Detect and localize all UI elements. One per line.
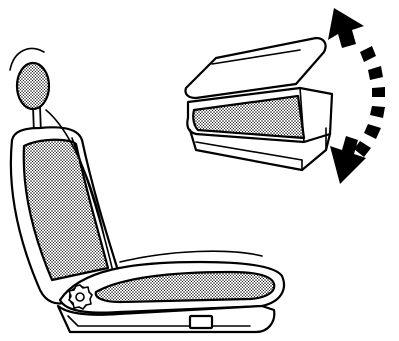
arrow-head-up <box>328 8 364 48</box>
bidirectional-arc-arrow-icon <box>328 8 385 184</box>
cushion-base-line <box>195 141 303 161</box>
lowered-cushion <box>192 94 306 140</box>
arrow-dash <box>354 141 371 157</box>
car-seat-icon <box>9 47 286 334</box>
arrow-head-down <box>330 136 366 184</box>
headrest <box>15 61 51 111</box>
seatback <box>22 138 110 282</box>
arrow-dash <box>372 87 385 97</box>
arrow-dash <box>360 46 376 62</box>
cushion-tilt-icon <box>184 36 334 172</box>
arrow-dash <box>368 66 383 80</box>
headrest-motion-line <box>9 47 45 71</box>
raised-cushion-top-edge <box>211 49 301 65</box>
arrow-dash <box>364 124 381 139</box>
seatback-bolster-line <box>71 137 115 277</box>
seatback-motion-line <box>45 109 105 237</box>
raised-cushion-side <box>295 51 325 85</box>
seat-cushion-lip <box>119 250 263 263</box>
arrow-dash <box>370 106 385 118</box>
seat-cushion <box>94 270 276 304</box>
base-slot <box>188 314 214 330</box>
lowered-cushion-edge <box>299 87 333 143</box>
cushion-base-edge <box>301 127 327 171</box>
recline-knob-icon <box>68 284 93 310</box>
